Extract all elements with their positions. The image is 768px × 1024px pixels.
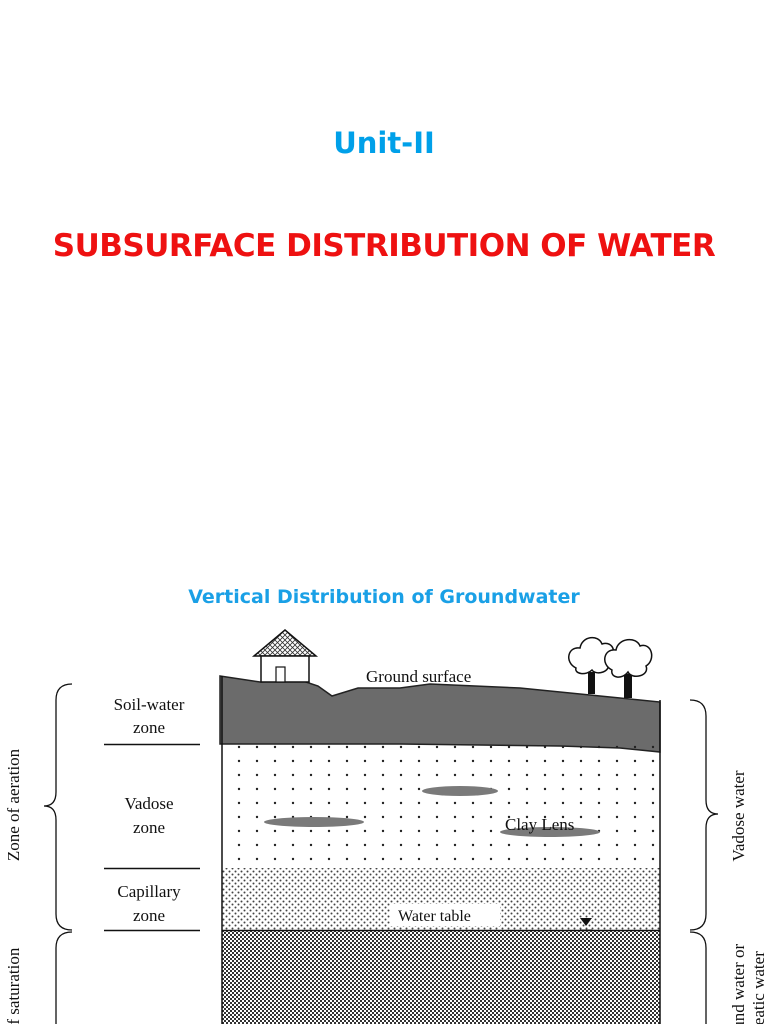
zone-of-saturation-label: Zone of saturation (4, 947, 23, 1024)
diagram-subtitle: Vertical Distribution of Groundwater (188, 586, 580, 608)
ground-surface-label: Ground surface (366, 667, 471, 686)
water-table-symbol (580, 918, 592, 926)
vadose-zone-label: Vadose (124, 794, 173, 813)
slide-title: SUBSURFACE DISTRIBUTION OF WATER (52, 228, 716, 264)
vadose-layer (222, 745, 660, 868)
clay-lens-shape (264, 817, 364, 827)
vadose-water-label: Vadose water (729, 770, 748, 861)
soil-water-layer (219, 675, 661, 753)
phreatic-water-label: Phreatic water (749, 951, 768, 1024)
water-table-label: Water table (398, 908, 471, 925)
soil-water-zone-label: Soil-water (114, 695, 185, 714)
vadose-water-brace (689, 699, 719, 931)
aeration-brace (43, 683, 73, 931)
vadose-zone-label: zone (133, 818, 165, 837)
capillary-zone-label: Capillary (117, 882, 181, 901)
capillary-zone-label: zone (133, 906, 165, 925)
unit-heading: Unit-II (333, 126, 435, 160)
tree-icon (604, 638, 653, 698)
soil-water-zone-label: zone (133, 718, 165, 737)
clay-lens-label: Clay Lens (505, 815, 574, 834)
ground-water-brace (689, 931, 707, 1024)
clay-lens-shape (500, 827, 600, 837)
zone-of-aeration-label: Zone of aeration (4, 748, 23, 861)
water-table-label-bg (390, 904, 500, 926)
saturation-brace (55, 931, 73, 1024)
ground-water-label: Ground water or (729, 943, 748, 1024)
saturation-layer (222, 931, 660, 1024)
house-icon (251, 629, 319, 683)
clay-lens-shape (422, 786, 498, 796)
